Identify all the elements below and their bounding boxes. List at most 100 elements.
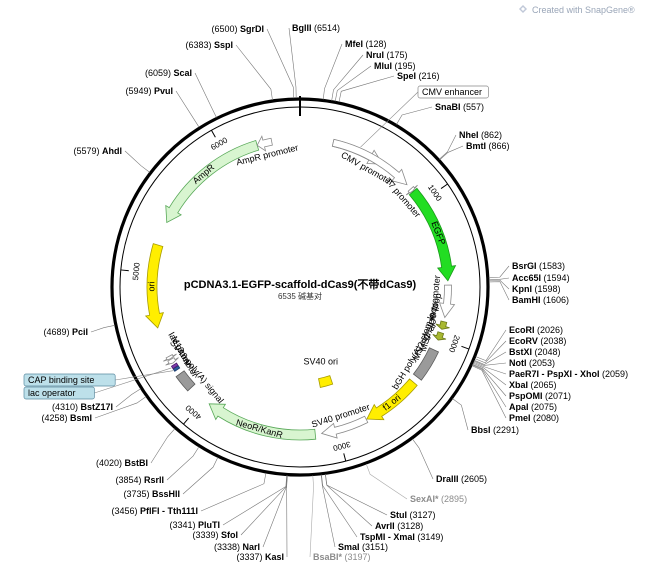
watermark-text: Created with SnapGene® [532,5,635,15]
site-kpni[interactable]: KpnI (1598) [512,284,561,294]
site-nari[interactable]: (3338) NarI [214,542,260,552]
site-scai[interactable]: (6059) ScaI [145,68,192,78]
tick-mark [343,453,347,462]
site-position: (2291) [493,425,519,435]
site-ahdi[interactable]: (5579) AhdI [73,146,122,156]
site-paer7i-pspxi-xhoi[interactable]: PaeR7I - PspXI - XhoI (2059) [509,369,628,379]
site-draiii[interactable]: DraIII (2605) [436,474,487,484]
site-position: (3127) [410,510,436,520]
site-pmei[interactable]: PmeI (2080) [509,413,559,423]
site-acc65i[interactable]: Acc65I (1594) [512,273,570,283]
site-smai[interactable]: SmaI (3151) [338,542,388,552]
site-leader-line [474,351,507,365]
site-bstz17i[interactable]: (4310) BstZ17I [52,402,113,412]
site-pluti[interactable]: (3341) PluTI [169,520,220,530]
site-position: (2048) [535,347,561,357]
site-pflfi-tth111i[interactable]: (3456) PflFI - Tth111I [111,506,198,516]
site-position: (2065) [531,380,557,390]
tick-mark [120,269,129,272]
site-xbai[interactable]: XbaI (2065) [509,380,557,390]
site-label: (6383) SspI [185,40,233,50]
site-label: BsaBI* (3197) [313,552,371,562]
site-bstbi[interactable]: (4020) BstBI [96,458,148,468]
site-ecorv[interactable]: EcoRV (2038) [509,336,566,346]
site-mfei[interactable]: MfeI (128) [345,39,387,49]
site-pvui[interactable]: (5949) PvuI [125,86,173,96]
site-name: NotI [509,358,527,368]
site-noti[interactable]: NotI (2053) [509,358,555,368]
site-bsrgi[interactable]: BsrGI (1583) [512,261,565,271]
site-mlui[interactable]: MluI (195) [374,61,416,71]
site-leader-line [235,44,273,101]
site-position: (3149) [417,532,443,542]
site-leader-line [222,475,287,526]
site-position: (2075) [531,402,557,412]
site-name: XbaI [509,380,528,390]
site-kasi[interactable]: (3337) KasI [236,552,284,562]
site-bbsi[interactable]: BbsI (2291) [471,425,519,435]
site-leader-line [488,281,510,301]
site-pcii[interactable]: (4689) PciI [43,327,88,337]
site-position: (3339) [192,530,218,540]
site-stui[interactable]: StuI (3127) [390,510,436,520]
site-position: (216) [419,71,440,81]
site-name: PluTI [198,520,220,530]
site-bsshii[interactable]: (3735) BssHII [123,489,180,499]
site-sspi[interactable]: (6383) SspI [185,40,233,50]
site-bsmi[interactable]: (4258) BsmI [41,413,92,423]
label-u6-promoter: U6 promoter [427,275,442,326]
tick-mark [183,417,190,425]
site-label: BglII (6514) [292,23,340,33]
snapgene-logo-icon [519,5,527,13]
label-ori: ori [146,281,156,291]
site-nrui[interactable]: NruI (175) [366,50,408,60]
site-label: BmtI (866) [466,141,510,151]
site-tspmi-xmai[interactable]: TspMI - XmaI (3149) [360,532,443,542]
site-apai[interactable]: ApaI (2075) [509,402,557,412]
site-name: BssHII [152,489,180,499]
site-sexai-[interactable]: SexAI* (2895) [410,494,467,504]
feature-sv40-polya [175,370,196,392]
site-name: RsrII [144,475,164,485]
feature-f1-ori [366,378,418,421]
site-snabi[interactable]: SnaBI (557) [435,102,484,112]
site-position: (3854) [115,475,141,485]
site-position: (3128) [397,521,423,531]
site-sfoi[interactable]: (3339) SfoI [192,530,238,540]
site-position: (195) [395,61,416,71]
site-position: (2059) [602,369,628,379]
site-avrii[interactable]: AvrII (3128) [375,521,423,531]
site-leader-line [288,27,297,99]
site-bmti[interactable]: BmtI (866) [466,141,510,151]
site-leader-line [320,474,336,548]
site-position: (6514) [314,23,340,33]
site-bglii[interactable]: BglII (6514) [292,23,340,33]
site-name: MluI [374,61,392,71]
plasmid-size: 6535 碱基对 [278,291,322,301]
site-leader-line [175,90,200,128]
site-rsrii[interactable]: (3854) RsrII [115,475,164,485]
site-position: (2605) [461,474,487,484]
site-label: (4020) BstBI [96,458,148,468]
site-bstxi[interactable]: BstXI (2048) [509,347,561,357]
site-name: BsaBI* [313,552,343,562]
site-bamhi[interactable]: BamHI (1606) [512,295,569,305]
site-name: PflFI - Tth111I [140,506,198,516]
site-name: BamHI [512,295,541,305]
site-name: KasI [265,552,284,562]
site-name: Acc65I [512,273,541,283]
site-label: NotI (2053) [509,358,555,368]
site-bsabi-[interactable]: BsaBI* (3197) [313,552,371,562]
site-spei[interactable]: SpeI (216) [397,71,440,81]
site-label: BamHI (1606) [512,295,569,305]
site-sgrdi[interactable]: (6500) SgrDI [211,24,264,34]
site-name: NarI [242,542,260,552]
site-label: (5579) AhdI [73,146,122,156]
site-ecori[interactable]: EcoRI (2026) [509,325,563,335]
site-leader-line [182,457,219,495]
site-leader-line [321,474,358,538]
site-position: (3337) [236,552,262,562]
site-nhei[interactable]: NheI (862) [459,130,502,140]
site-label: (4258) BsmI [41,413,92,423]
site-pspomi[interactable]: PspOMI (2071) [509,391,571,401]
